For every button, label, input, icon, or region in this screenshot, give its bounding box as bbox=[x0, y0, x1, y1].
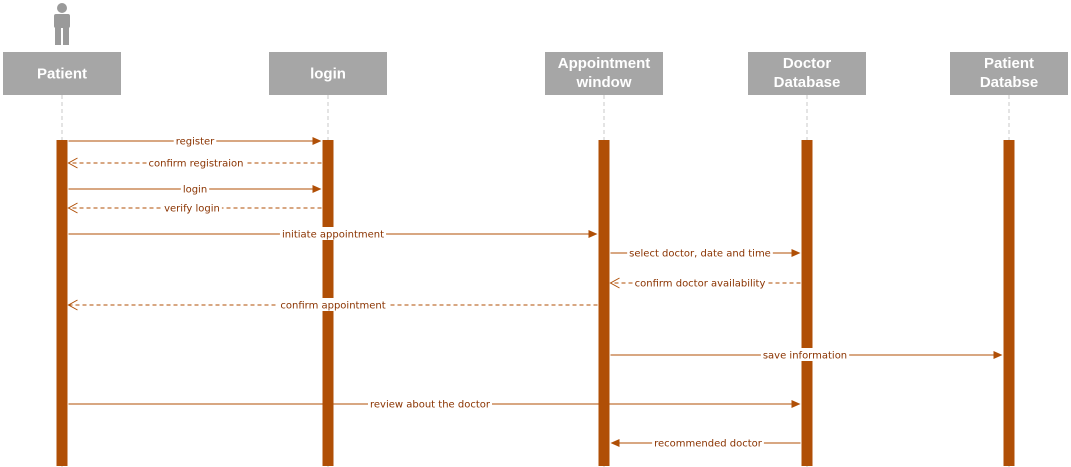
message-label: register bbox=[176, 137, 215, 148]
message-label: initiate appointment bbox=[282, 230, 384, 241]
participant-box bbox=[950, 52, 1068, 95]
message: verify login bbox=[67, 201, 322, 215]
message-label: confirm doctor availability bbox=[635, 279, 766, 290]
filled-arrowhead bbox=[588, 230, 598, 238]
message-label-bg bbox=[368, 397, 492, 410]
message: confirm doctor availability bbox=[609, 276, 801, 290]
message-label: review about the doctor bbox=[370, 400, 491, 411]
message: initiate appointment bbox=[68, 227, 598, 241]
activation-patient bbox=[56, 140, 68, 466]
message-label: recommended doctor bbox=[654, 439, 763, 450]
participant-patient: Patient bbox=[3, 52, 121, 95]
message-label-bg bbox=[180, 182, 210, 195]
open-arrowhead bbox=[609, 277, 620, 289]
message: confirm appointment bbox=[67, 298, 598, 312]
message-label-bg bbox=[652, 436, 764, 449]
message-label-bg bbox=[632, 276, 768, 289]
activation-doctor_db bbox=[801, 140, 813, 466]
filled-arrowhead bbox=[312, 137, 322, 145]
participant-box bbox=[3, 52, 121, 95]
message: recommended doctor bbox=[610, 436, 801, 450]
message: save information bbox=[610, 348, 1003, 362]
filled-arrowhead bbox=[312, 185, 322, 193]
message-label-bg bbox=[278, 298, 388, 311]
open-arrowhead bbox=[67, 157, 78, 169]
participant-box bbox=[545, 52, 663, 95]
message-label: save information bbox=[763, 351, 847, 362]
activation-appointment bbox=[598, 140, 610, 466]
message-label-bg bbox=[162, 201, 222, 214]
person-icon bbox=[54, 3, 70, 45]
message: login bbox=[68, 182, 322, 196]
message-label-bg bbox=[627, 246, 773, 259]
message-label-bg bbox=[146, 156, 246, 169]
message: select doctor, date and time bbox=[610, 246, 801, 260]
open-arrowhead bbox=[67, 299, 78, 311]
message-label-bg bbox=[173, 134, 217, 147]
message: register bbox=[68, 134, 322, 148]
message-label: verify login bbox=[164, 204, 220, 215]
message-label: confirm appointment bbox=[280, 301, 385, 312]
participant-login: login bbox=[269, 52, 387, 95]
activation-patient_db bbox=[1003, 140, 1015, 466]
filled-arrowhead bbox=[791, 249, 801, 257]
message-label: confirm registraion bbox=[149, 159, 244, 170]
message: confirm registraion bbox=[67, 156, 322, 170]
participant-label: Patient bbox=[37, 66, 87, 83]
filled-arrowhead bbox=[610, 439, 620, 447]
participant-box bbox=[748, 52, 866, 95]
filled-arrowhead bbox=[791, 400, 801, 408]
message: review about the doctor bbox=[68, 397, 801, 411]
participant-label: login bbox=[310, 66, 346, 83]
message-label: select doctor, date and time bbox=[629, 249, 771, 260]
message-label-bg bbox=[279, 227, 387, 240]
message-label-bg bbox=[760, 348, 850, 361]
filled-arrowhead bbox=[993, 351, 1003, 359]
open-arrowhead bbox=[67, 202, 78, 214]
participant-box bbox=[269, 52, 387, 95]
message-label: login bbox=[183, 185, 207, 196]
